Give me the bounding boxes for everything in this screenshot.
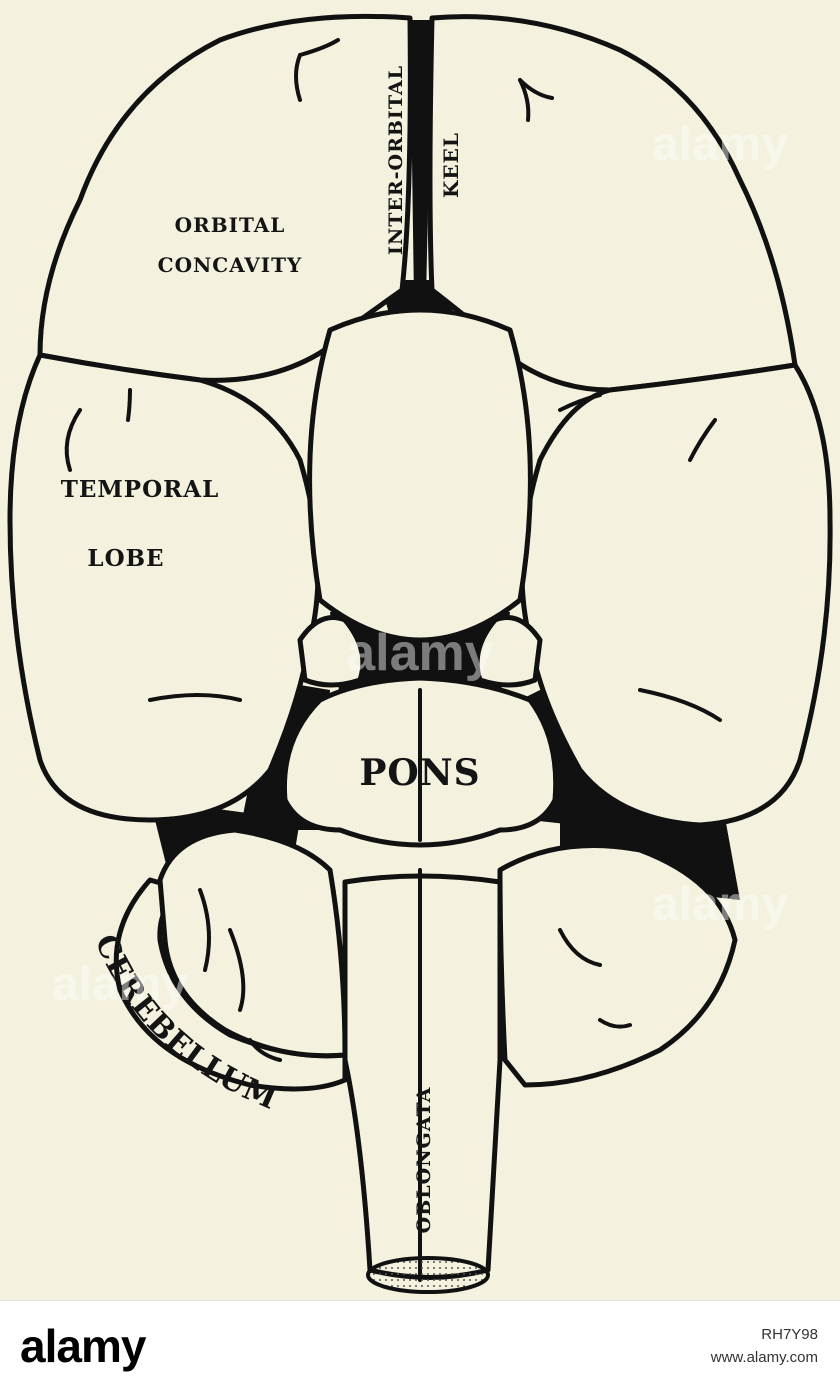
basal-area (307, 307, 533, 643)
label-pons: PONS (359, 752, 480, 794)
label-oblongata: OBLONGATA (413, 1087, 435, 1234)
brain-diagram: ORBITAL CONCAVITY INTER-ORBITAL KEEL TEM… (7, 13, 833, 1294)
watermark-text: alamy (52, 958, 188, 1011)
cerebellum-right-hemisphere (497, 843, 738, 1088)
brand-logo[interactable]: alamy (20, 1320, 146, 1372)
cut-surface (366, 1256, 490, 1294)
footer-bar: alamy RH7Y98 www.alamy.com (0, 1300, 840, 1391)
medulla-oblongata (342, 873, 503, 1280)
temporal-lobe-left (7, 352, 321, 823)
site-url[interactable]: www.alamy.com (710, 1349, 818, 1366)
label-orbital-line1: ORBITAL (175, 213, 286, 237)
image-info: RH7Y98 www.alamy.com (711, 1323, 818, 1369)
sulci-lines (64, 38, 722, 1282)
label-temporal-line2: LOBE (87, 545, 164, 572)
label-inter-orbital: INTER-ORBITAL (385, 65, 407, 255)
cerebellum-left-hemisphere (157, 827, 348, 1059)
label-temporal-line1: TEMPORAL (61, 476, 220, 503)
uncus-right (474, 615, 543, 688)
watermark-text: alamy (346, 624, 494, 682)
cerebellum-band (113, 877, 348, 1092)
watermark-text: alamy (652, 118, 788, 171)
watermarks: alamy alamy alamy alamy (52, 118, 788, 1011)
label-orbital-line2: CONCAVITY (158, 253, 303, 277)
watermark-text: alamy (652, 878, 788, 931)
uncus-left (297, 615, 366, 688)
label-keel: KEEL (439, 132, 463, 198)
image-id: RH7Y98 (761, 1326, 818, 1343)
